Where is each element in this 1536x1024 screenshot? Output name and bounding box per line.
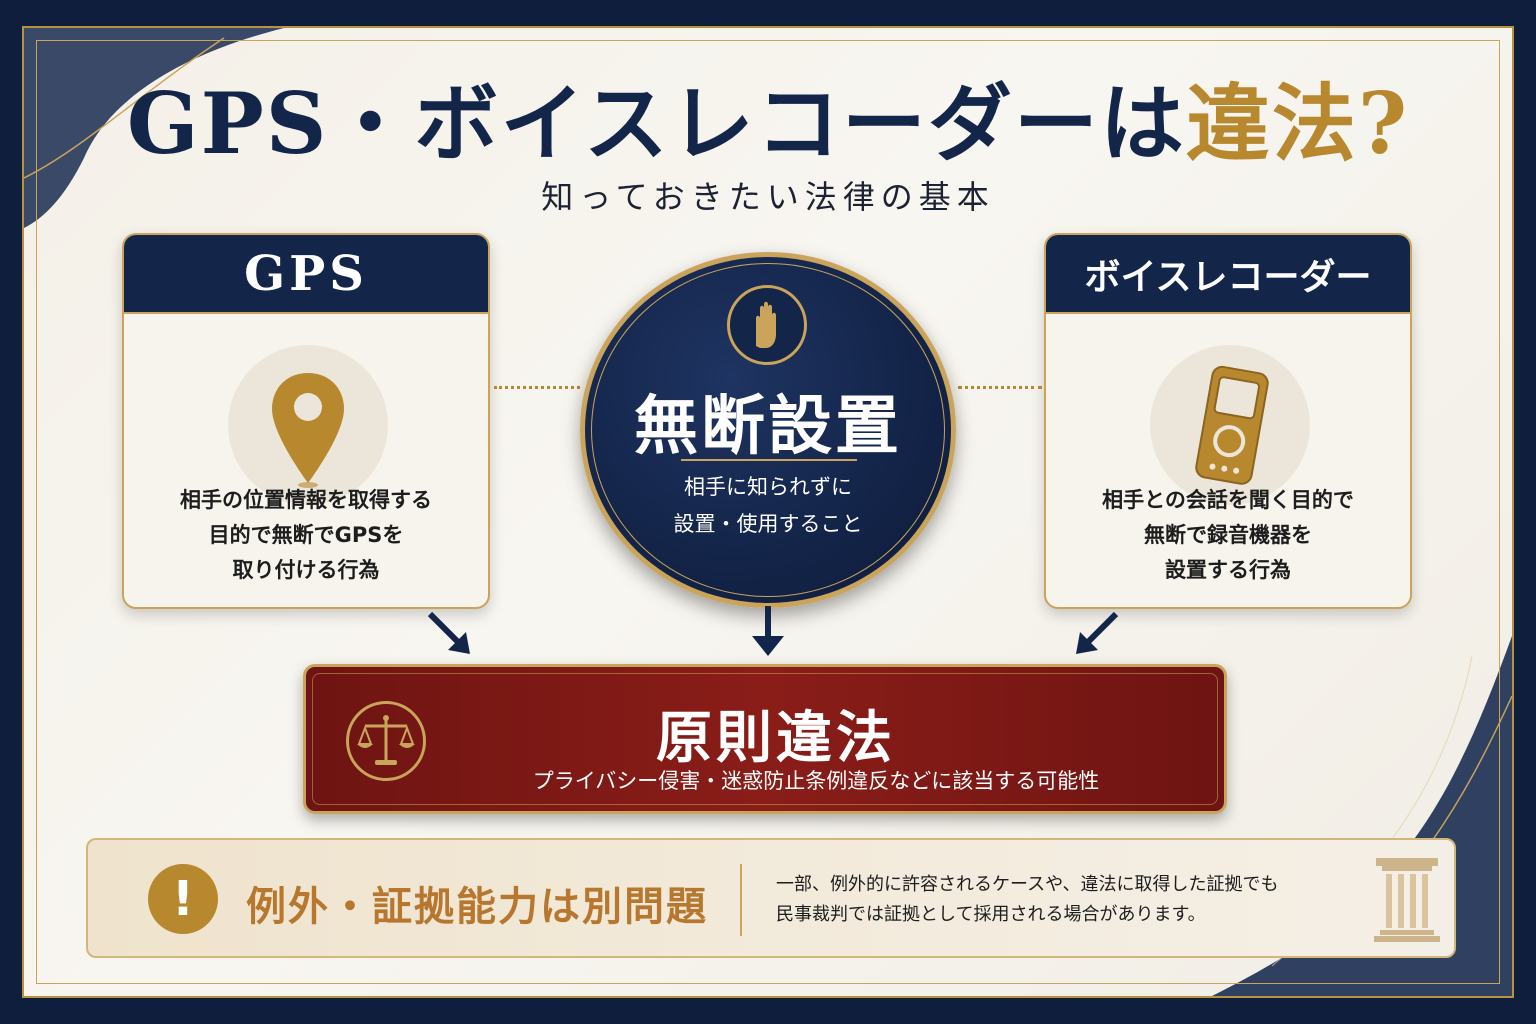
voice-recorder-icon (1195, 365, 1269, 485)
circle-title: 無断設置 (634, 389, 902, 464)
principle-illegal-banner: 原則違法 プライバシー侵害・迷惑防止条例違反などに該当する可能性 (303, 664, 1227, 814)
gps-line-2: 目的で無断でGPSを (208, 523, 404, 547)
connector-left (494, 386, 580, 389)
circle-divider (681, 459, 857, 461)
circle-inner-ring (591, 263, 945, 597)
gps-icon-disc (228, 345, 388, 505)
scales-icon-disc (346, 701, 426, 781)
recorder-card: ボイスレコーダー 相手との会話を聞く目的で 無断で録音機器を 設置する行為 (1044, 233, 1412, 609)
gps-card: GPS 相手の位置情報を取得する 目的で無断でGPSを 取り付ける行為 (122, 233, 490, 609)
circle-description: 相手に知られずに 設置・使用すること (585, 469, 951, 543)
recorder-line-2: 無断で録音機器を (1144, 523, 1312, 547)
recorder-line-3: 設置する行為 (1165, 558, 1291, 582)
banner-inner-border (312, 673, 1218, 805)
note-text: 一部、例外的に許容されるケースや、違法に取得した証拠でも 民事裁判では証拠として… (776, 870, 1376, 930)
stop-hand-icon (756, 301, 776, 348)
hand-icon-disc (727, 285, 807, 365)
gps-line-1: 相手の位置情報を取得する (180, 488, 432, 512)
note-line-1: 一部、例外的に許容されるケースや、違法に取得した証拠でも (776, 874, 1279, 895)
pillar-icon (1374, 858, 1440, 942)
banner-title: 原則違法 (656, 705, 896, 771)
arrow-right (1076, 611, 1119, 654)
exclamation-icon: ! (148, 864, 218, 934)
arrow-center (752, 606, 784, 656)
gps-line-3: 取り付ける行為 (232, 558, 380, 582)
gps-card-description: 相手の位置情報を取得する 目的で無断でGPSを 取り付ける行為 (124, 483, 488, 588)
page-subtitle: 知っておきたい法律の基本 (541, 178, 995, 216)
gps-card-header: GPS (124, 235, 488, 314)
title-main: GPS・ボイスレコーダーは (126, 74, 1186, 173)
note-line-2: 民事裁判では証拠として採用される場合があります。 (776, 904, 1206, 925)
recorder-card-description: 相手との会話を聞く目的で 無断で録音機器を 設置する行為 (1046, 483, 1410, 588)
recorder-card-header: ボイスレコーダー (1046, 235, 1410, 314)
banner-description: プライバシー侵害・迷惑防止条例違反などに該当する可能性 (532, 769, 1100, 793)
scales-of-justice-icon (357, 715, 415, 765)
recorder-line-1: 相手との会話を聞く目的で (1102, 488, 1354, 512)
note-divider (740, 864, 742, 936)
exception-note: ! 例外・証拠能力は別問題 一部、例外的に許容されるケースや、違法に取得した証拠… (86, 838, 1456, 958)
title-accent: 違法? (1185, 74, 1410, 173)
unauthorized-installation-circle: 無断設置 相手に知られずに 設置・使用すること (580, 252, 956, 608)
circle-line-2: 設置・使用すること (673, 512, 863, 536)
recorder-icon-disc (1150, 345, 1310, 505)
circle-line-1: 相手に知られずに (684, 475, 852, 499)
arrow-left (427, 611, 470, 654)
connector-right (958, 386, 1042, 389)
location-pin-icon (272, 373, 344, 488)
note-title: 例外・証拠能力は別問題 (246, 883, 708, 930)
page-title: GPS・ボイスレコーダーは違法? (0, 74, 1536, 174)
